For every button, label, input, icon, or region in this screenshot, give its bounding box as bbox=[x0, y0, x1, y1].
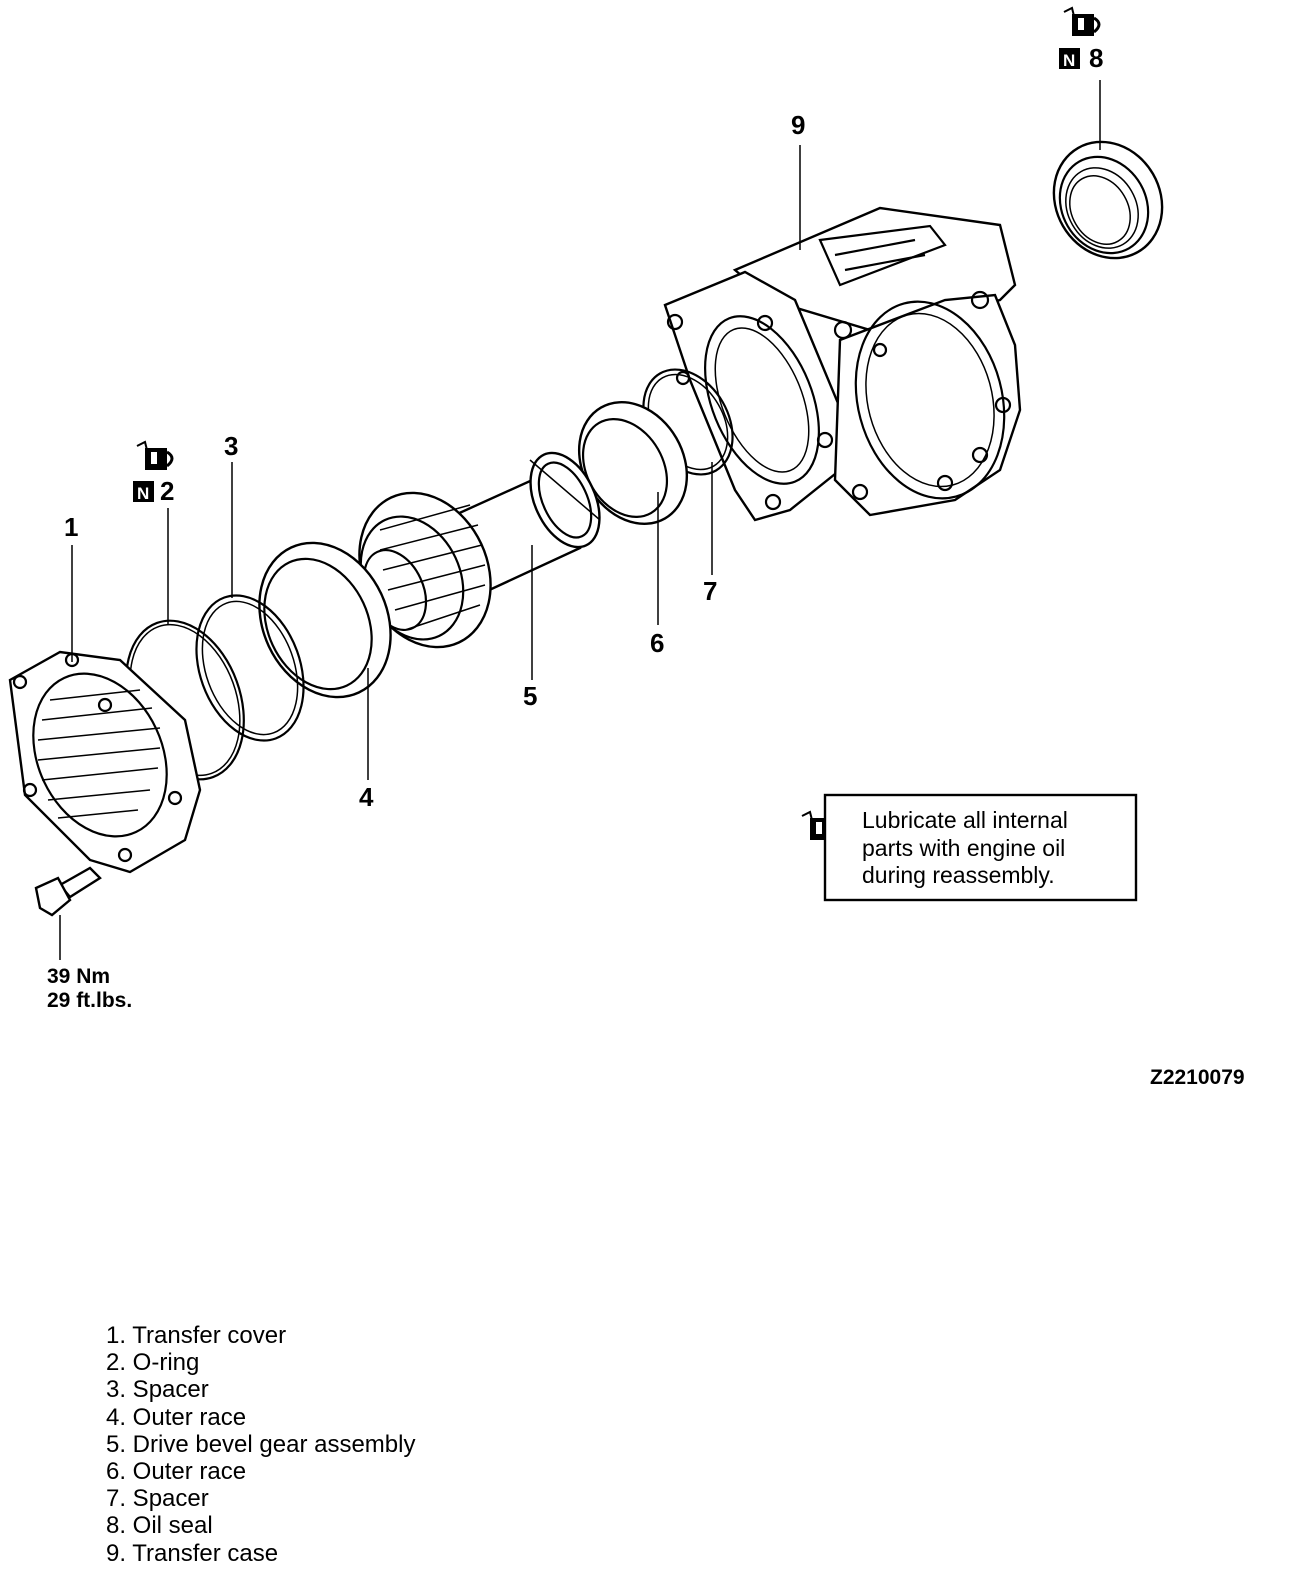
transfer-cover-drawing bbox=[8, 650, 202, 917]
oil-seal-drawing bbox=[1052, 140, 1164, 260]
torque-nm: 39 Nm bbox=[47, 965, 110, 988]
callout-1: 1 bbox=[64, 512, 78, 542]
callout-7: 7 bbox=[703, 576, 717, 606]
callout-8: 8 bbox=[1089, 43, 1103, 73]
legend-item: 1. Transfer cover bbox=[106, 1322, 287, 1349]
note-line-2: parts with engine oil bbox=[862, 835, 1065, 861]
callout-2: 2 bbox=[160, 476, 174, 506]
new-part-badge-2: N bbox=[133, 481, 154, 503]
legend-item: 3. Spacer bbox=[106, 1376, 209, 1404]
new-part-badge-8: N bbox=[1059, 48, 1080, 70]
note-box bbox=[823, 793, 1138, 902]
callout-4: 4 bbox=[359, 782, 374, 812]
torque-ftlbs: 29 ft.lbs. bbox=[47, 989, 132, 1012]
oil-can-icon bbox=[1063, 6, 1101, 36]
transfer-case-drawing bbox=[663, 206, 1022, 522]
new-part-badge-2-text: N bbox=[137, 484, 149, 503]
exploded-view-diagram: 1 2 3 4 5 6 7 8 9 N N Lubricate all inte… bbox=[8, 6, 1245, 1089]
legend-item: 4. Outer race bbox=[106, 1403, 247, 1431]
note-line-1: Lubricate all internal bbox=[862, 807, 1068, 833]
outer-race-4-drawing bbox=[258, 541, 392, 699]
outer-race-6-drawing bbox=[577, 400, 689, 526]
legend-item: 5. Drive bevel gear assembly bbox=[106, 1430, 416, 1458]
callout-3: 3 bbox=[224, 431, 238, 461]
oil-can-icon bbox=[136, 440, 174, 470]
legend-item: 2. O-ring bbox=[106, 1349, 200, 1377]
parts-legend: 1. Transfer cover 2. O-ring 3. Spacer 4.… bbox=[106, 1322, 415, 1567]
legend-item: 9. Transfer case bbox=[106, 1539, 279, 1567]
callout-9: 9 bbox=[791, 110, 805, 140]
leader-lines bbox=[59, 80, 1101, 960]
legend-item: 7. Spacer bbox=[106, 1485, 209, 1513]
new-part-badge-8-text: N bbox=[1063, 51, 1075, 70]
callout-5: 5 bbox=[523, 681, 537, 711]
figure-code: Z2210079 bbox=[1150, 1066, 1245, 1089]
spacer-3-drawing bbox=[195, 594, 305, 742]
legend-item: 8. Oil seal bbox=[106, 1512, 213, 1540]
drive-bevel-gear-drawing bbox=[358, 451, 601, 649]
legend-item: 6. Outer race bbox=[106, 1458, 247, 1486]
note-line-3: during reassembly. bbox=[862, 862, 1055, 888]
callout-6: 6 bbox=[650, 628, 664, 658]
